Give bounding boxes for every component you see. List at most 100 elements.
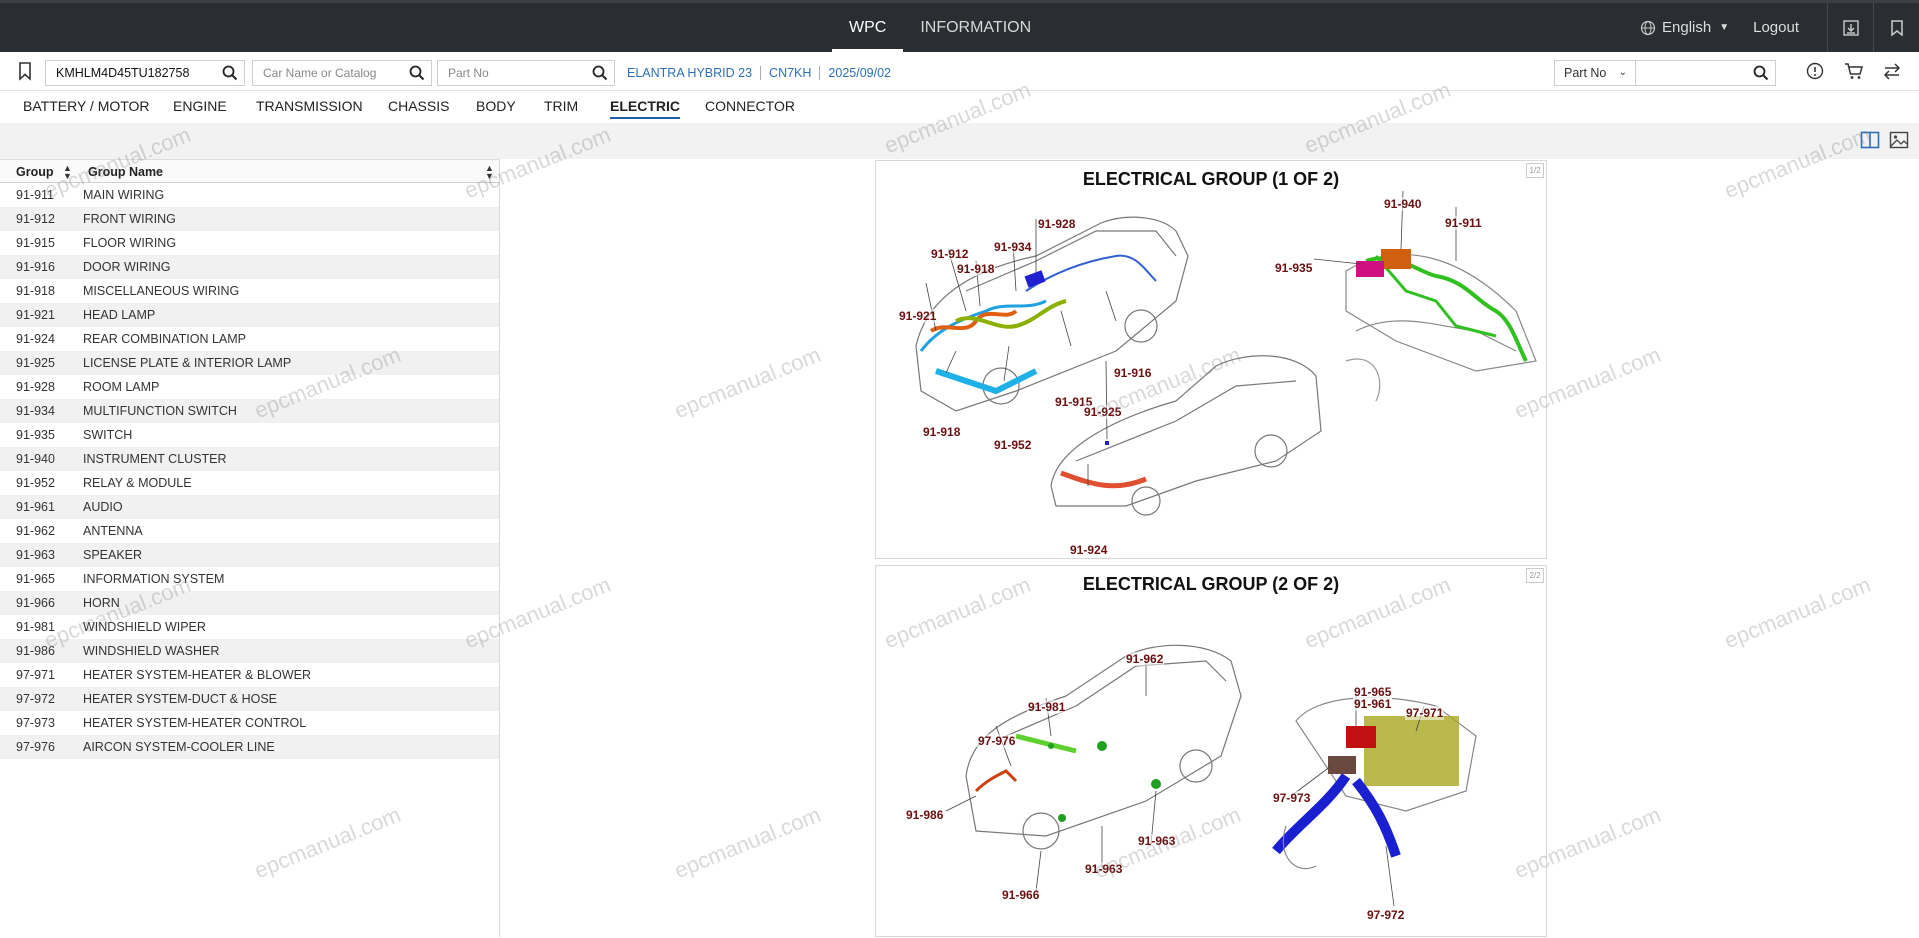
car-search-input[interactable] (253, 61, 403, 85)
group-code: 91-962 (16, 524, 55, 538)
tab-trim[interactable]: TRIM (544, 98, 579, 114)
search-icon[interactable] (592, 65, 608, 81)
table-row[interactable]: 91-962 ANTENNA (0, 519, 499, 543)
callout-label[interactable]: 97-971 (1405, 706, 1445, 720)
download-button[interactable] (1827, 3, 1873, 52)
callout-label[interactable]: 91-961 (1353, 697, 1393, 711)
group-code: 91-915 (16, 236, 55, 250)
logout-link[interactable]: Logout (1753, 19, 1799, 36)
callout-label[interactable]: 91-963 (1137, 834, 1177, 848)
vehicle-date[interactable]: 2025/09/02 (819, 66, 899, 80)
vehicle-code[interactable]: CN7KH (760, 66, 819, 80)
tab-connector[interactable]: CONNECTOR (705, 98, 795, 114)
group-name: ANTENNA (83, 524, 143, 538)
column-header-group-name[interactable]: Group Name (88, 165, 164, 179)
tab-electric[interactable]: ELECTRIC (610, 98, 680, 119)
group-name: AIRCON SYSTEM-COOLER LINE (83, 740, 275, 754)
callout-label[interactable]: 91-925 (1083, 405, 1123, 419)
image-view-icon[interactable] (1889, 131, 1909, 149)
split-view-icon[interactable] (1860, 131, 1880, 149)
group-code: 91-916 (16, 260, 55, 274)
callout-label[interactable]: 97-976 (977, 734, 1017, 748)
callout-label[interactable]: 91-911 (1444, 216, 1483, 230)
tab-battery-motor[interactable]: BATTERY / MOTOR (23, 98, 150, 114)
bookmark-icon[interactable] (16, 61, 34, 81)
group-code: 91-966 (16, 596, 55, 610)
callout-label[interactable]: 91-924 (1069, 543, 1109, 557)
callout-label[interactable]: 91-918 (956, 262, 996, 276)
bookmark-button[interactable] (1873, 3, 1919, 52)
tab-chassis[interactable]: CHASSIS (388, 98, 450, 114)
illustration-panel-2[interactable]: ELECTRICAL GROUP (2 OF 2) 2/2 (875, 565, 1547, 937)
callout-label[interactable]: 91-963 (1084, 862, 1124, 876)
search-icon[interactable] (1753, 65, 1769, 81)
info-icon[interactable] (1805, 61, 1825, 81)
group-code: 91-925 (16, 356, 55, 370)
callout-label[interactable]: 91-928 (1037, 217, 1077, 231)
callout-label[interactable]: 91-940 (1383, 197, 1423, 211)
language-select[interactable]: English ▼ (1640, 19, 1729, 36)
vehicle-model[interactable]: ELANTRA HYBRID 23 (627, 66, 753, 80)
callout-label[interactable]: 91-935 (1274, 261, 1314, 275)
part-search-input[interactable] (438, 61, 586, 85)
search-icon[interactable] (409, 65, 425, 81)
callout-label[interactable]: 91-952 (993, 438, 1033, 452)
column-header-group[interactable]: Group (16, 165, 54, 179)
callout-label[interactable]: 91-916 (1113, 366, 1153, 380)
part-number-box[interactable] (1636, 60, 1776, 86)
callout-label[interactable]: 97-973 (1272, 791, 1312, 805)
callout-label[interactable]: 97-972 (1366, 908, 1406, 922)
sort-icon[interactable]: ▲▼ (485, 163, 494, 181)
group-code: 91-963 (16, 548, 55, 562)
group-code: 91-981 (16, 620, 55, 634)
part-type-select[interactable]: Part No ⌄ (1554, 60, 1636, 86)
tab-information[interactable]: INFORMATION (920, 19, 1032, 36)
callout-label[interactable]: 91-986 (905, 808, 945, 822)
callout-label[interactable]: 91-981 (1027, 700, 1067, 714)
callout-label[interactable]: 91-918 (922, 425, 962, 439)
tab-wpc[interactable]: WPC (832, 3, 904, 52)
illustration-panel-1[interactable]: ELECTRICAL GROUP (1 OF 2) 1/2 (875, 160, 1547, 559)
tab-engine[interactable]: ENGINE (173, 98, 227, 114)
callout-label[interactable]: 91-921 (898, 309, 938, 323)
callout-label[interactable]: 91-912 (930, 247, 970, 261)
sort-icon[interactable]: ▲▼ (63, 163, 72, 181)
callout-label[interactable]: 91-965 (1353, 685, 1393, 699)
vin-input[interactable] (46, 61, 216, 85)
group-name: FRONT WIRING (83, 212, 176, 226)
swap-icon[interactable] (1881, 61, 1903, 81)
group-code: 91-940 (16, 452, 55, 466)
callout-label[interactable]: 91-966 (1001, 888, 1041, 902)
cart-icon[interactable] (1843, 61, 1865, 81)
callout-label[interactable]: 91-962 (1125, 652, 1165, 666)
group-code: 97-971 (16, 668, 55, 682)
tab-transmission[interactable]: TRANSMISSION (256, 98, 363, 114)
group-code: 91-965 (16, 572, 55, 586)
tab-body[interactable]: BODY (476, 98, 516, 114)
callout-label[interactable]: 91-934 (993, 240, 1033, 254)
search-icon[interactable] (222, 65, 238, 81)
